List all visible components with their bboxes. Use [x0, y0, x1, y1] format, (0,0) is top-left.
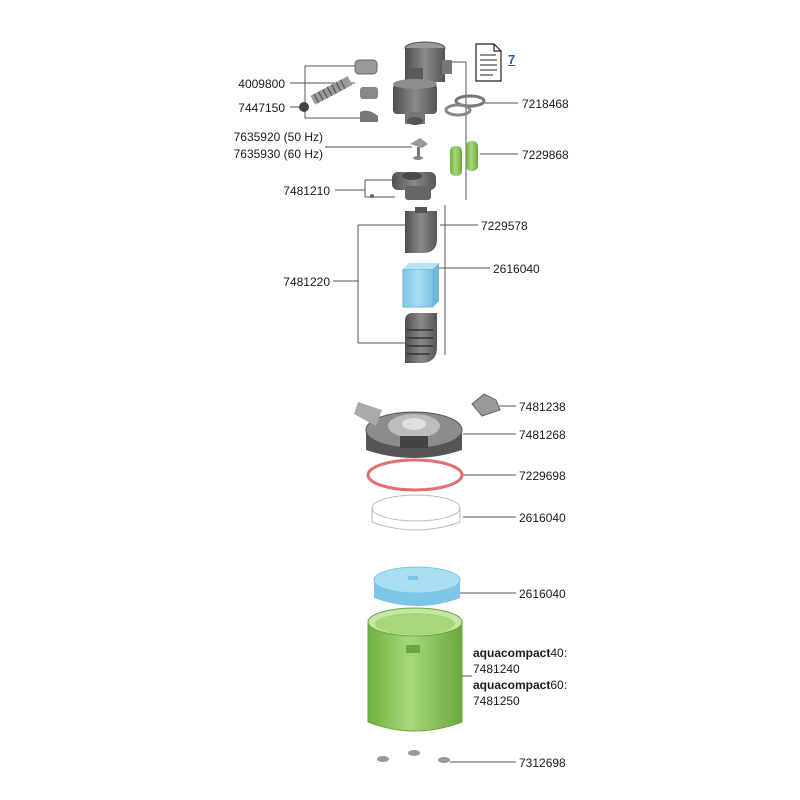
impeller [410, 138, 428, 160]
model-40-suffix: 40: [550, 646, 568, 660]
pump-head-cover [404, 41, 452, 82]
part-7481210: 7481210 [283, 184, 330, 198]
part-7218468: 7218468 [522, 97, 569, 111]
part-7481220: 7481220 [283, 275, 330, 289]
sealing-ring [366, 458, 464, 492]
white-sponge [371, 494, 461, 531]
part-2616040-a: 2616040 [493, 262, 540, 276]
document-icon[interactable] [475, 43, 502, 82]
hose-clamps [444, 94, 486, 117]
canister-feet [377, 750, 450, 763]
part-7229578: 7229578 [481, 219, 528, 233]
part-2616040-b: 2616040 [519, 511, 566, 525]
green-pipes [450, 141, 478, 176]
model-60-suffix: 60: [550, 678, 568, 692]
part-7312698: 7312698 [519, 756, 566, 770]
motor-block [393, 79, 437, 125]
part-7447150: 7447150 [238, 101, 285, 115]
model-40-label: aquacompact40: [473, 646, 567, 660]
part-7481250: 7481250 [473, 694, 520, 708]
part-7481238: 7481238 [519, 400, 566, 414]
upper-filter-column [405, 207, 437, 253]
lid-clip [471, 393, 501, 417]
green-canister [367, 607, 463, 732]
part-7229698: 7229698 [519, 469, 566, 483]
part-7481268: 7481268 [519, 428, 566, 442]
blue-sponge-cartridge [402, 263, 439, 308]
model-60-label: aquacompact60: [473, 678, 567, 692]
part-7635920: 7635920 (50 Hz) [233, 130, 323, 144]
lower-filter-column [405, 313, 437, 363]
part-2616040-c: 2616040 [519, 587, 566, 601]
pump-housing [370, 172, 436, 200]
model-40-name: aquacompact [473, 646, 551, 660]
part-7229868: 7229868 [522, 148, 569, 162]
leader-lines [290, 61, 518, 763]
part-7635930: 7635930 (60 Hz) [233, 147, 323, 161]
part-7481240: 7481240 [473, 662, 520, 676]
model-60-name: aquacompact [473, 678, 551, 692]
manual-page-link[interactable]: 7 [508, 52, 516, 67]
part-4009800: 4009800 [238, 77, 285, 91]
blue-sponge-disk [373, 566, 461, 606]
filter-lid [354, 402, 463, 458]
hose-connectors [299, 59, 378, 122]
